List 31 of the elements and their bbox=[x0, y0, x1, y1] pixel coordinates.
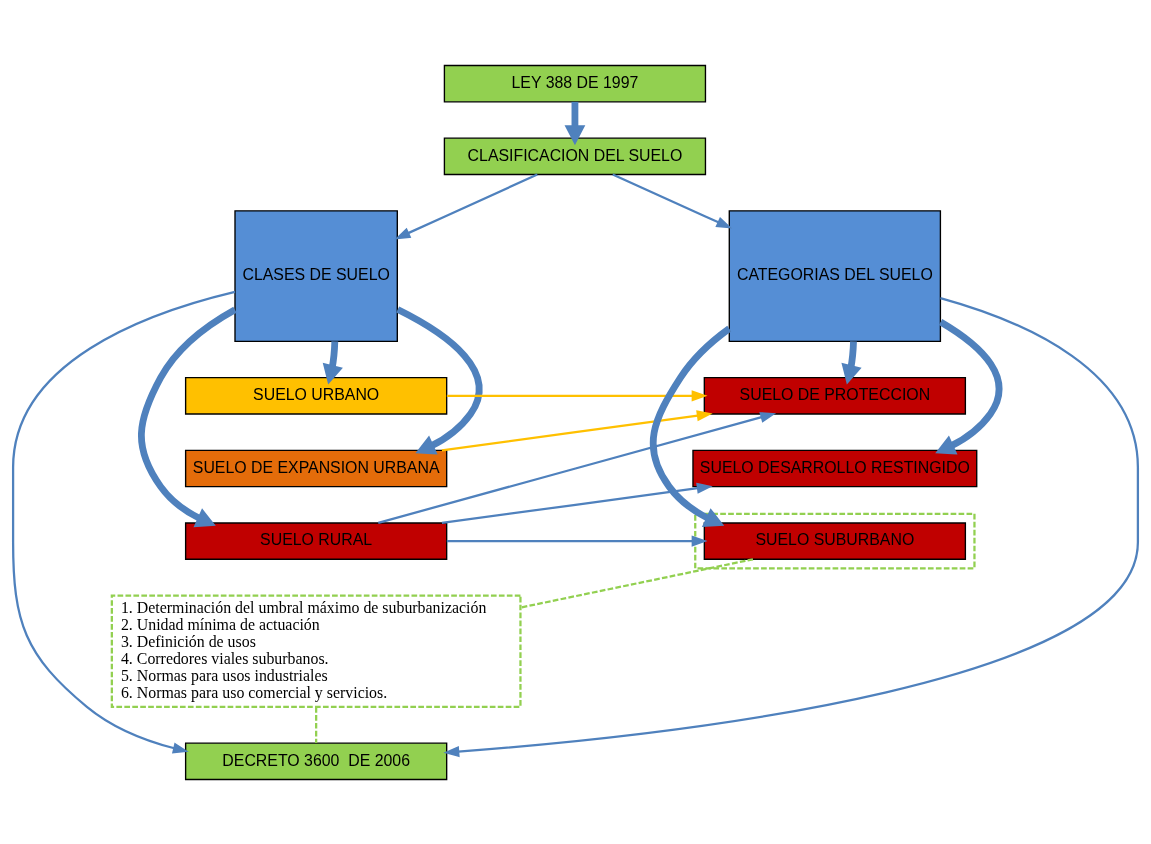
node-box: DECRETO 3600 DE 2006 bbox=[184, 741, 448, 780]
node-box: SUELO DESARROLLO RESTINGIDO bbox=[692, 449, 978, 487]
connector bbox=[520, 557, 754, 609]
arrow bbox=[441, 482, 713, 524]
cluster bbox=[694, 512, 976, 569]
node-box: CLASES DE SUELO bbox=[234, 209, 398, 342]
node-box: SUELO URBANO bbox=[184, 376, 448, 415]
arrow bbox=[935, 318, 1003, 455]
node-box: SUELO DE EXPANSION URBANA bbox=[184, 449, 448, 487]
node-box: LEY 388 DE 1997 bbox=[443, 64, 707, 103]
node-box: CLASIFICACION DEL SUELO bbox=[443, 137, 707, 175]
node-box: SUELO RURAL bbox=[184, 521, 448, 560]
arrow bbox=[446, 389, 708, 401]
node-box: CATEGORIAS DEL SUELO bbox=[728, 209, 942, 342]
connector bbox=[315, 706, 318, 743]
arrow bbox=[612, 173, 733, 229]
node-box: 1. Determinación del umbral máximo de suburbanización 2. Unidad mínima de actuación 3. Definición de usos 4. Corredores viales suburbanos. 5. Normas para usos industriales 6. Normas para uso comercial y servicios. bbox=[110, 593, 522, 708]
arrow bbox=[396, 306, 483, 455]
arrow bbox=[377, 411, 777, 524]
node-box: SUELO DE PROTECCION bbox=[703, 376, 967, 415]
node-box: SUELO SUBURBANO bbox=[703, 521, 967, 560]
arrow bbox=[322, 340, 343, 385]
arrow bbox=[441, 409, 713, 451]
arrow bbox=[138, 306, 237, 527]
arrow bbox=[443, 296, 1140, 757]
arrow bbox=[446, 535, 708, 547]
arrow bbox=[649, 325, 732, 527]
arrow bbox=[394, 173, 538, 239]
arrow bbox=[11, 290, 236, 753]
arrow bbox=[564, 101, 586, 145]
arrow bbox=[841, 340, 862, 385]
